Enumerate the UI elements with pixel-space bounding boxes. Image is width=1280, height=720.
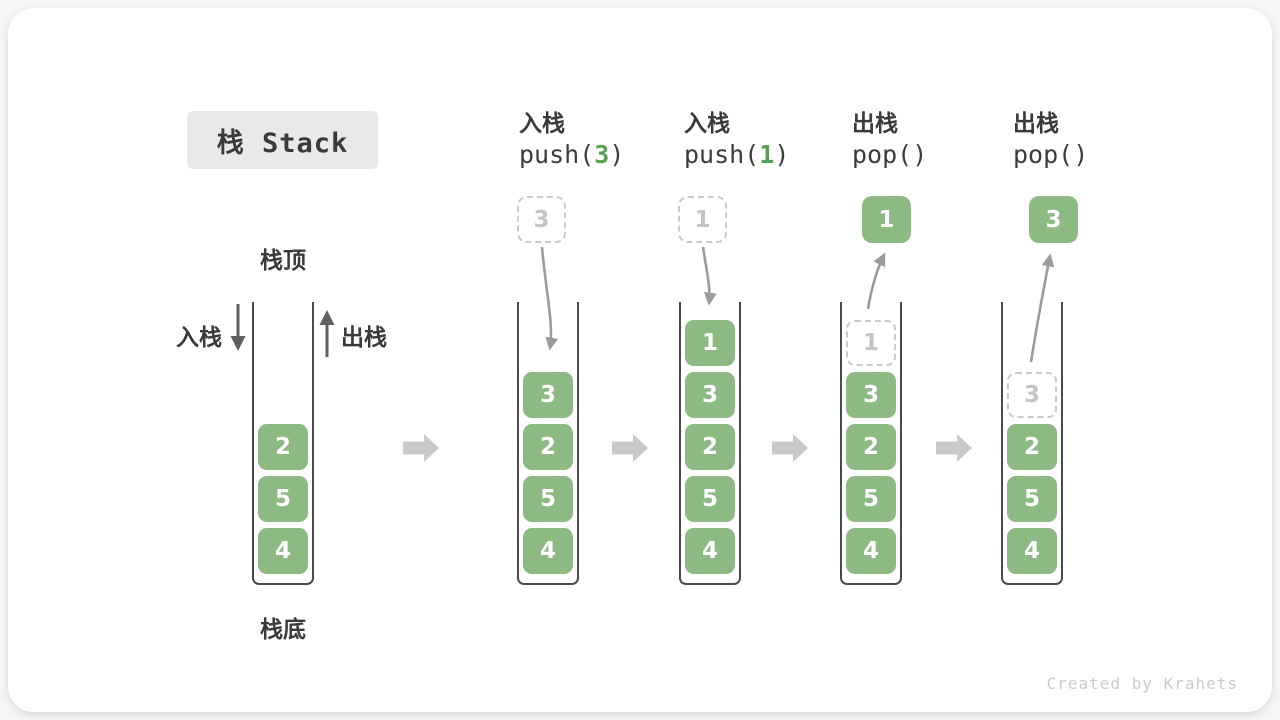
label-stack-bottom: 栈底 <box>260 617 306 643</box>
floating-value-popped-3: 3 <box>1029 196 1078 243</box>
watermark: Created by Krahets <box>1046 674 1238 693</box>
stack-element: 3 <box>685 372 735 418</box>
op-header-pop-1: 出栈 pop() <box>852 104 927 169</box>
stack-element: 4 <box>685 528 735 574</box>
stack-element: 1 <box>685 320 735 366</box>
stack-element: 4 <box>846 528 896 574</box>
op-code: push(3) <box>519 140 625 169</box>
op-label: 入栈 <box>684 111 730 137</box>
stack-container-initial: 2 5 4 <box>252 302 314 585</box>
label-pop-out: 出栈 <box>341 325 387 351</box>
stack-container-after-push-1: 1 3 2 5 4 <box>679 302 741 585</box>
label-push-in: 入栈 <box>176 325 222 351</box>
op-label: 入栈 <box>519 111 565 137</box>
floating-value-popped-1: 1 <box>862 196 911 243</box>
title-text: 栈 Stack <box>216 127 349 159</box>
op-header-pop-3: 出栈 pop() <box>1013 104 1088 169</box>
floating-value-incoming-1: 1 <box>678 196 727 243</box>
stack-element: 5 <box>1007 476 1057 522</box>
op-label: 出栈 <box>852 111 898 137</box>
stack-element: 5 <box>685 476 735 522</box>
stack-element: 4 <box>523 528 573 574</box>
stack-element: 5 <box>846 476 896 522</box>
stack-element: 3 <box>846 372 896 418</box>
label-stack-top: 栈顶 <box>260 248 306 274</box>
op-label: 出栈 <box>1013 111 1059 137</box>
floating-value-incoming-3: 3 <box>517 196 566 243</box>
stack-element: 5 <box>523 476 573 522</box>
op-header-push-1: 入栈 push(1) <box>684 104 789 169</box>
stack-container-after-push-3: 3 2 5 4 <box>517 302 579 585</box>
stack-element: 4 <box>1007 528 1057 574</box>
op-code: pop() <box>1013 140 1089 169</box>
stack-element: 2 <box>1007 424 1057 470</box>
stack-element-ghost: 1 <box>846 320 896 366</box>
op-header-push-3: 入栈 push(3) <box>519 104 624 169</box>
stack-container-after-pop-3: 3 2 5 4 <box>1001 302 1063 585</box>
op-code: push(1) <box>684 140 790 169</box>
op-arg: 1 <box>759 140 775 169</box>
stack-element: 3 <box>523 372 573 418</box>
stack-container-after-pop-1: 1 3 2 5 4 <box>840 302 902 585</box>
stack-element-ghost: 3 <box>1007 372 1057 418</box>
stack-element: 5 <box>258 476 308 522</box>
stack-element: 2 <box>685 424 735 470</box>
title-badge: 栈 Stack <box>187 111 378 169</box>
op-code: pop() <box>852 140 928 169</box>
stack-element: 2 <box>846 424 896 470</box>
stack-element: 4 <box>258 528 308 574</box>
stack-element: 2 <box>523 424 573 470</box>
op-arg: 3 <box>594 140 610 169</box>
stack-element: 2 <box>258 424 308 470</box>
